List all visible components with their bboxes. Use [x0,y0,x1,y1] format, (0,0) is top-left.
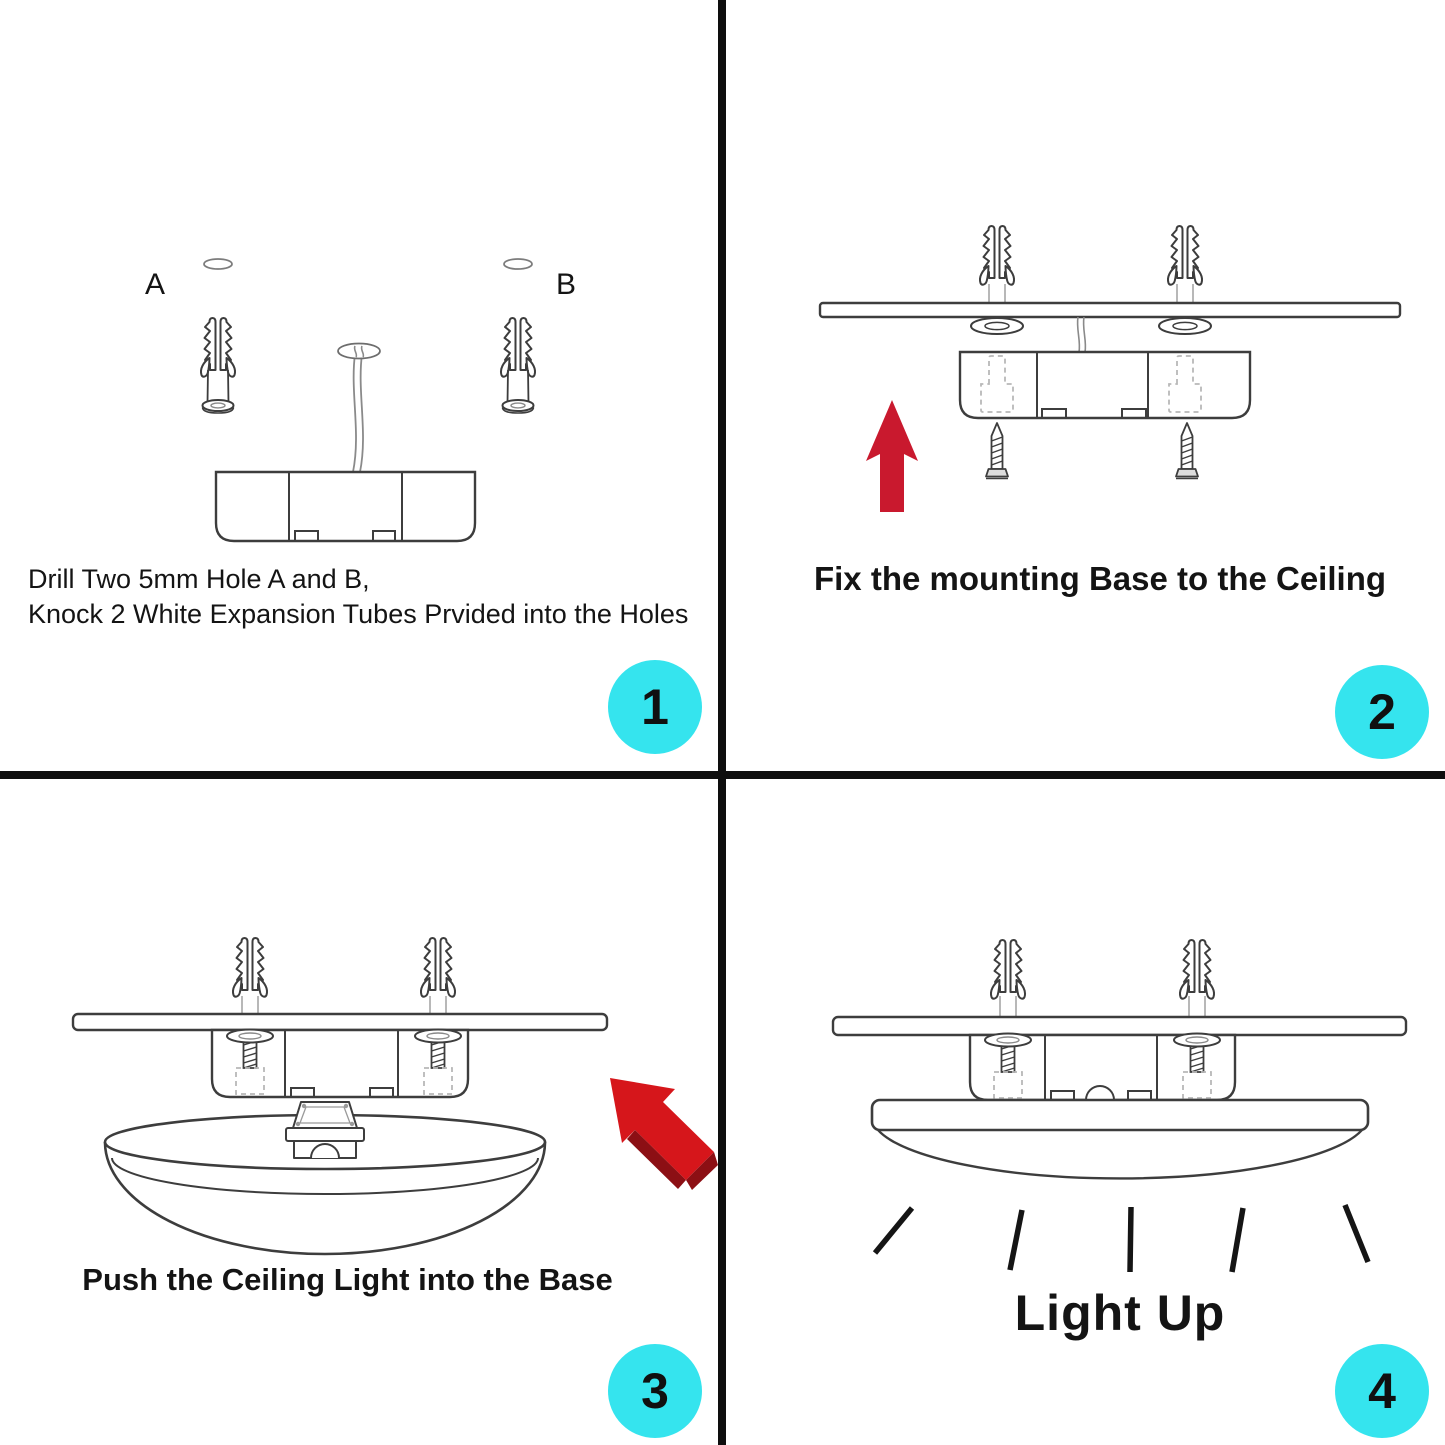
vertical-divider [718,0,726,1445]
push-arrow [610,1078,718,1190]
panel4-caption: Light Up [1014,1285,1226,1341]
screw [1175,422,1199,480]
ceiling-board [71,1012,609,1032]
panel2-drawing [818,225,1402,512]
panel1-caption-line2: Knock 2 White Expansion Tubes Prvided in… [28,599,689,629]
expansion-plug [989,939,1027,1000]
expansion-plug [1166,225,1204,286]
ceiling-board [831,1015,1408,1037]
connector-box [285,1101,365,1159]
wire [1076,316,1087,353]
alignment-guides [999,996,1206,1017]
wire-in-hole [353,345,365,358]
expansion-plug [978,225,1016,286]
expansion-plug [231,937,269,998]
step-badge-3: 3 [608,1344,702,1438]
horizontal-divider [0,771,1445,779]
alignment-guides [241,996,447,1014]
expansion-plug [1178,939,1216,1000]
alignment-guides [988,284,1194,303]
expansion-plug [419,937,457,998]
ceiling-board [818,301,1402,319]
ceiling-wire [352,353,364,473]
panel1-caption-line1: Drill Two 5mm Hole A and B, [28,564,370,594]
washer [1158,317,1212,335]
light-rays [872,1203,1371,1273]
mounting-base [210,1028,470,1099]
wire-hole [337,342,381,360]
hole-label-a: A [145,268,166,301]
washer [970,317,1024,335]
hole-label-b: B [556,268,577,301]
panel3-drawing [71,937,718,1256]
step-badge-2: 2 [1335,665,1429,759]
hole-a [203,258,233,270]
mounting-base [214,470,477,543]
expansion-plug-b [501,318,535,413]
panel4-drawing [831,939,1408,1273]
mounting-base [958,350,1252,420]
ceiling-light-dome [103,1113,547,1256]
panel3-caption: Push the Ceiling Light into the Base [82,1262,613,1297]
hole-b [503,258,533,270]
ceiling-light-mounted [870,1098,1370,1180]
expansion-plug-a [201,318,235,413]
screw [985,422,1009,480]
up-arrow [866,400,918,512]
step-badge-1: 1 [608,660,702,754]
panel1-drawing [201,258,535,543]
panel1-caption: Drill Two 5mm Hole A and B, Knock 2 Whit… [28,562,688,632]
step-badge-4: 4 [1335,1344,1429,1438]
panel2-caption: Fix the mounting Base to the Ceiling [813,560,1387,597]
